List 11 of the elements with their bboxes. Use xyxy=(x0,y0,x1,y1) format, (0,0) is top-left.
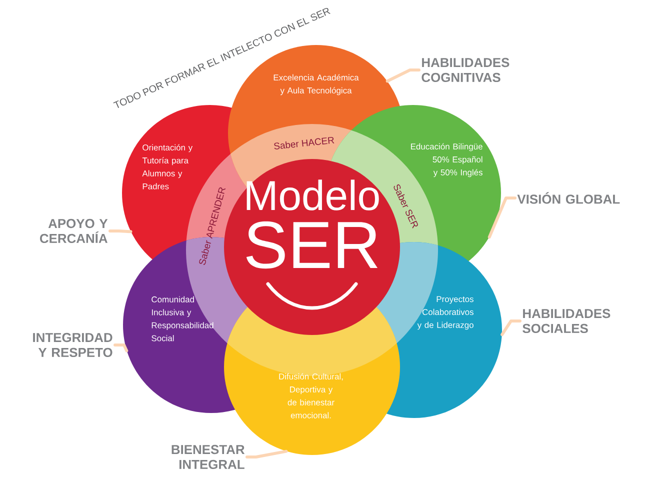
leader-line xyxy=(500,320,522,336)
category-label: APOYO Y CERCANÍA xyxy=(40,218,108,244)
leader-line xyxy=(386,68,420,83)
category-label: INTEGRIDAD Y RESPETO xyxy=(33,332,112,358)
category-label: HABILIDADES SOCIALES xyxy=(522,308,610,334)
leader-line xyxy=(246,450,288,458)
leader-line xyxy=(108,230,132,234)
leader-line xyxy=(114,344,128,352)
leader-line xyxy=(488,196,516,239)
category-label: HABILIDADES COGNITIVAS xyxy=(422,58,510,82)
category-label: VISIÓN GLOBAL xyxy=(517,192,620,204)
